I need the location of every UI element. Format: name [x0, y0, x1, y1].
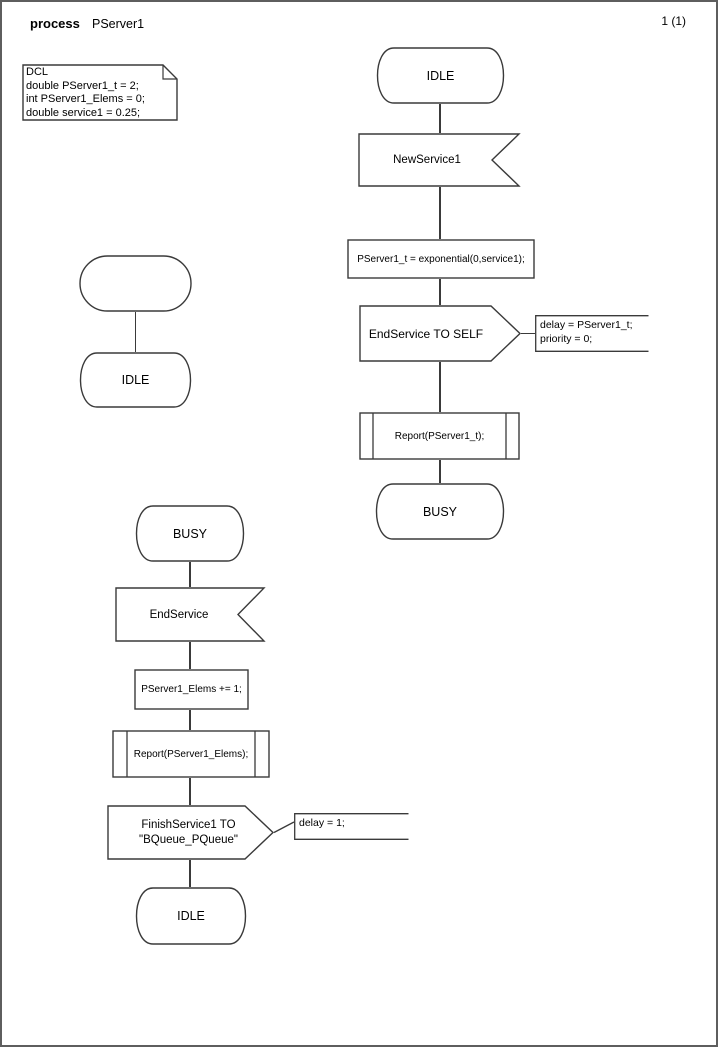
dcl-text-symbol[interactable]: DCL double PServer1_t = 2; int PServer1_… [22, 64, 178, 121]
dcl-line: double service1 = 0.25; [26, 106, 141, 119]
procedure-report-elems[interactable]: Report(PServer1_Elems); [112, 730, 270, 778]
output-finishservice1[interactable]: FinishService1 TO "BQueue_PQueue" [107, 805, 275, 860]
start-symbol[interactable] [79, 255, 192, 312]
output-line: "BQueue_PQueue" [139, 833, 238, 846]
input-label: EndService [149, 608, 209, 621]
flow-connector [134, 312, 137, 352]
comment-text: delay = PServer1_t; priority = 0; [540, 318, 633, 346]
procedure-report-time[interactable]: Report(PServer1_t); [359, 412, 520, 460]
state-busy-bottom[interactable]: BUSY [135, 505, 245, 562]
task-increment-elems[interactable]: PServer1_Elems += 1; [134, 669, 249, 710]
flow-connector [189, 562, 191, 587]
dcl-line: double PServer1_t = 2; [26, 79, 139, 92]
output-endservice-to-self[interactable]: EndService TO SELF [359, 305, 522, 362]
comment-line: delay = 1; [299, 817, 345, 829]
dcl-declarations: DCL double PServer1_t = 2; int PServer1_… [26, 66, 145, 120]
state-idle-bottom[interactable]: IDLE [135, 887, 247, 945]
output-label: EndService TO SELF [368, 326, 484, 341]
input-newservice1[interactable]: NewService1 [358, 133, 521, 187]
output-label: FinishService1 TO "BQueue_PQueue" [139, 818, 238, 847]
flow-connector [189, 860, 191, 887]
dcl-line: int PServer1_Elems = 0; [26, 93, 145, 105]
state-busy-top[interactable]: BUSY [375, 483, 505, 540]
input-endservice[interactable]: EndService [115, 587, 266, 642]
flow-connector [439, 460, 441, 483]
flow-connector [439, 187, 441, 239]
output-line: FinishService1 TO [141, 819, 236, 831]
flow-connector [439, 362, 441, 412]
comment-text: delay = 1; [299, 816, 345, 830]
state-label: BUSY [172, 526, 208, 541]
task-label: PServer1_Elems += 1; [141, 684, 242, 695]
comment-delay-1[interactable]: delay = 1; [294, 813, 409, 840]
state-label: IDLE [426, 68, 455, 83]
comment-line: delay = PServer1_t; [540, 319, 633, 331]
task-label: PServer1_t = exponential(0,service1); [357, 253, 525, 265]
flow-connector [439, 279, 441, 305]
task-set-service-time[interactable]: PServer1_t = exponential(0,service1); [347, 239, 535, 279]
dcl-line: DCL [26, 66, 49, 78]
state-label: BUSY [422, 504, 458, 519]
state-label: IDLE [121, 373, 150, 387]
flow-connector [189, 778, 191, 805]
comment-delay-priority[interactable]: delay = PServer1_t; priority = 0; [535, 315, 649, 352]
page-number: 1 (1) [661, 14, 686, 28]
procedure-label: Report(PServer1_Elems); [133, 748, 249, 760]
flow-connector [439, 104, 441, 133]
text-symbol-shape [22, 64, 178, 121]
comment-connector [273, 819, 295, 834]
state-label: IDLE [177, 909, 205, 923]
input-label: NewService1 [393, 154, 461, 166]
comment-line: priority = 0; [540, 333, 593, 345]
flow-connector [189, 642, 191, 669]
flow-connector [189, 710, 191, 730]
process-name[interactable]: PServer1 [92, 17, 145, 31]
comment-connector [521, 332, 535, 334]
procedure-label: Report(PServer1_t); [394, 430, 485, 442]
process-keyword: process [30, 16, 80, 31]
state-idle-top[interactable]: IDLE [376, 47, 505, 104]
state-idle-initial[interactable]: IDLE [79, 352, 192, 408]
